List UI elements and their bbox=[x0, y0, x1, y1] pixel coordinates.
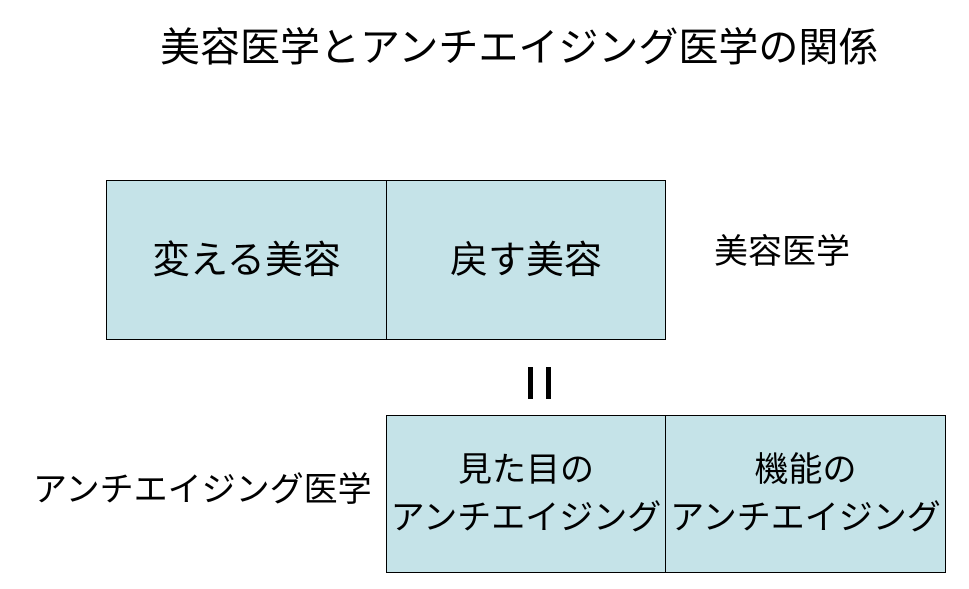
box-appearance-anti-aging: 見た目の アンチエイジング bbox=[386, 415, 666, 573]
cosmetic-medicine-label: 美容医学 bbox=[714, 232, 850, 272]
diagram-title: 美容医学とアンチエイジング医学の関係 bbox=[160, 25, 879, 71]
equals-sign bbox=[525, 367, 555, 399]
box-function-line1: 機能の bbox=[754, 450, 857, 490]
box-function-line2: アンチエイジング bbox=[670, 498, 941, 538]
equals-bar-right bbox=[546, 367, 551, 399]
box-restoring-beauty: 戻す美容 bbox=[386, 180, 666, 340]
box-changing-beauty: 変える美容 bbox=[106, 180, 387, 340]
equals-bar-left bbox=[528, 367, 533, 399]
box-appearance-anti-aging-text: 見た目の アンチエイジング bbox=[391, 446, 662, 542]
anti-aging-medicine-label: アンチエイジング医学 bbox=[33, 470, 372, 510]
box-function-anti-aging: 機能の アンチエイジング bbox=[665, 415, 946, 573]
box-function-anti-aging-text: 機能の アンチエイジング bbox=[670, 446, 941, 542]
box-appearance-line1: 見た目の bbox=[457, 450, 594, 490]
box-restoring-beauty-label: 戻す美容 bbox=[449, 238, 602, 282]
box-changing-beauty-label: 変える美容 bbox=[152, 238, 341, 282]
box-appearance-line2: アンチエイジング bbox=[390, 498, 662, 538]
